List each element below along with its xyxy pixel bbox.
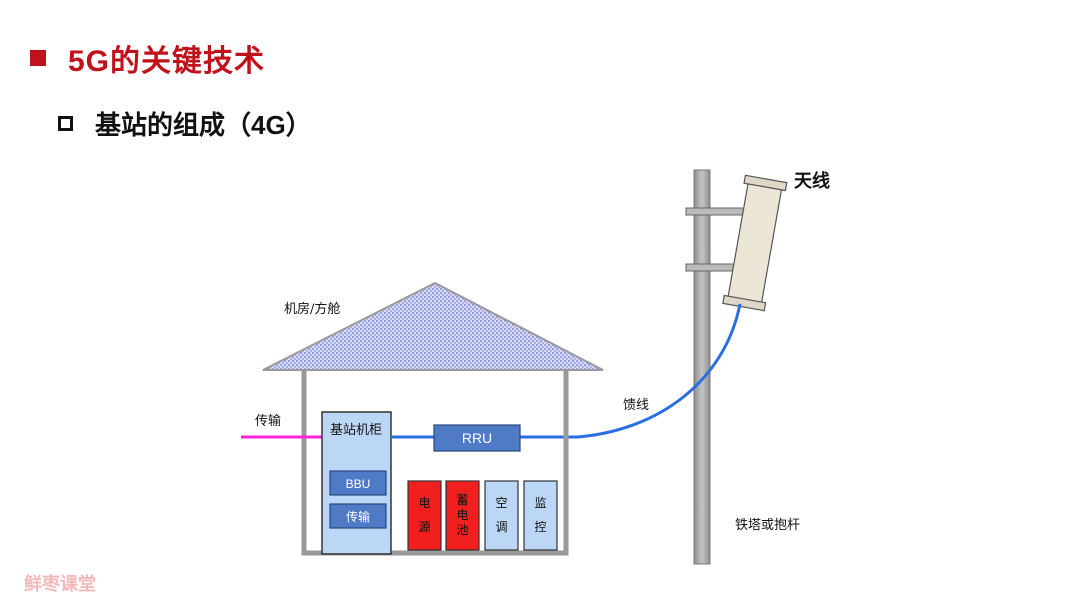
antenna-label: 天线: [794, 170, 830, 192]
bbu-label: BBU: [346, 477, 371, 491]
monitor-label-char-2: 控: [534, 520, 546, 534]
page-title-row: 5G的关键技术: [30, 36, 265, 80]
transmission-module: [329, 503, 387, 529]
monitor-box: [523, 480, 558, 551]
antenna-panel: [722, 174, 788, 312]
subtitle-bullet-icon: [58, 116, 73, 131]
title-bullet-icon: [30, 50, 46, 66]
rru-label: RRU: [462, 430, 492, 446]
power-supply-box: [407, 480, 442, 551]
rru-unit: [433, 424, 521, 452]
room-walls: [301, 366, 569, 556]
feeder-label: 馈线: [623, 398, 649, 413]
room-label: 机房/方舱: [284, 301, 340, 317]
transmission-line-label: 传输: [255, 413, 281, 429]
battery-label-char-3: 池: [456, 523, 468, 537]
cabinet-label: 基站机柜: [330, 423, 382, 438]
tower-pole: [693, 169, 711, 565]
battery-label-char-2: 电: [456, 508, 468, 522]
tower-label: 铁塔或抱杆: [735, 517, 800, 533]
air-conditioner-box: [484, 480, 519, 551]
feeder-cable: [520, 303, 742, 439]
power-label-char-1: 电: [418, 496, 430, 510]
battery-box: [445, 480, 480, 551]
watermark-logo: 鲜枣课堂: [24, 574, 96, 594]
page-subtitle: 基站的组成（4G）: [95, 110, 312, 140]
antenna-bracket-upper: [685, 207, 749, 216]
battery-label-char-1: 蓄: [456, 493, 468, 507]
page-title: 5G的关键技术: [68, 45, 266, 78]
antenna-bracket-lower: [685, 263, 737, 272]
power-label-char-2: 源: [418, 520, 430, 534]
room-roof: [262, 281, 604, 371]
bbu-module: [329, 470, 387, 496]
subtitle-row: 基站的组成（4G）: [58, 105, 312, 142]
cabinet-transmission-label: 传输: [346, 509, 370, 524]
aircon-label-char-1: 空: [495, 496, 507, 510]
monitor-label-char-1: 监: [534, 496, 546, 510]
aircon-label-char-2: 调: [495, 520, 507, 534]
